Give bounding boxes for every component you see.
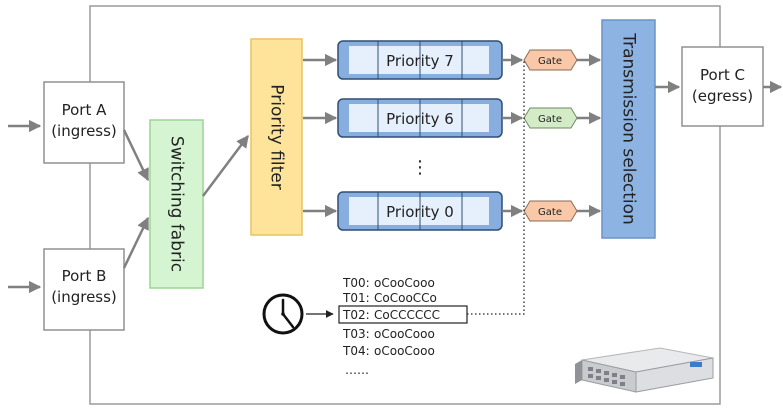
schedule-row: T01: CoCooCCo (342, 291, 437, 305)
queue-ellipsis: ⋮ (411, 157, 429, 178)
queue-priority-0-label: Priority 0 (386, 203, 454, 221)
port-b-sublabel: (ingress) (51, 288, 117, 306)
queue-priority-6-label: Priority 6 (386, 110, 454, 128)
schedule-row-id: T01: (342, 291, 370, 305)
priority-filter-label: Priority filter (267, 84, 287, 189)
queue-priority-7-label: Priority 7 (386, 52, 454, 70)
port-a-sublabel: (ingress) (51, 122, 117, 140)
schedule-row-state: oCooCooo (374, 344, 435, 358)
port-c-sublabel: (egress) (692, 87, 753, 105)
schedule-row-id: T03: (342, 327, 370, 341)
schedule-row-state: CoCooCCo (374, 291, 437, 305)
gate-control-list: T00: oCooCooo T01: CoCooCCo T02: CoCCCCC… (338, 276, 468, 377)
gate-label: Gate (538, 114, 562, 125)
queue-priority-0: Priority 0 (337, 191, 503, 231)
switching-fabric: Switching fabric (149, 119, 204, 289)
schedule-row-state: oCooCooo (374, 327, 435, 341)
transmission-selection-label: Transmission selection (619, 32, 639, 225)
arrow-fabric-filter (202, 135, 249, 197)
transmission-selection: Transmission selection (601, 19, 656, 239)
queue-priority-6: Priority 6 (337, 98, 503, 138)
gate-label: Gate (538, 56, 562, 67)
schedule-row: T00: oCooCooo (342, 276, 435, 290)
port-a: Port A (ingress) (43, 81, 125, 164)
schedule-row-id: T04: (342, 344, 370, 358)
port-b: Port B (ingress) (43, 248, 125, 331)
queue-priority-7: Priority 7 (337, 40, 503, 80)
switching-fabric-label: Switching fabric (167, 136, 187, 272)
schedule-row: T03: oCooCooo (342, 327, 435, 341)
arrow-b-fabric (122, 216, 150, 269)
schedule-row-state: CoCCCCCC (374, 308, 440, 322)
gate-label: Gate (538, 207, 562, 218)
schedule-row-id: T02: (342, 308, 370, 322)
port-b-label: Port B (62, 267, 107, 285)
gate-priority-7: Gate (523, 49, 578, 71)
schedule-row-id: T00: (342, 276, 370, 290)
schedule-row: T04: oCooCooo (342, 344, 435, 358)
priority-filter: Priority filter (250, 38, 303, 236)
schedule-row-active: T02: CoCCCCCC (342, 308, 440, 322)
schedule-row-state: oCooCooo (374, 276, 435, 290)
schedule-more: …… (345, 363, 369, 377)
port-c-label: Port C (700, 66, 745, 84)
network-switch-icon (575, 347, 714, 393)
clock-icon (262, 293, 304, 335)
port-c: Port C (egress) (681, 46, 764, 127)
gate-priority-0: Gate (523, 200, 578, 222)
gate-priority-6: Gate (523, 107, 578, 129)
arrow-a-fabric (122, 129, 150, 182)
port-a-label: Port A (62, 101, 108, 119)
gate-control-line (467, 60, 525, 315)
